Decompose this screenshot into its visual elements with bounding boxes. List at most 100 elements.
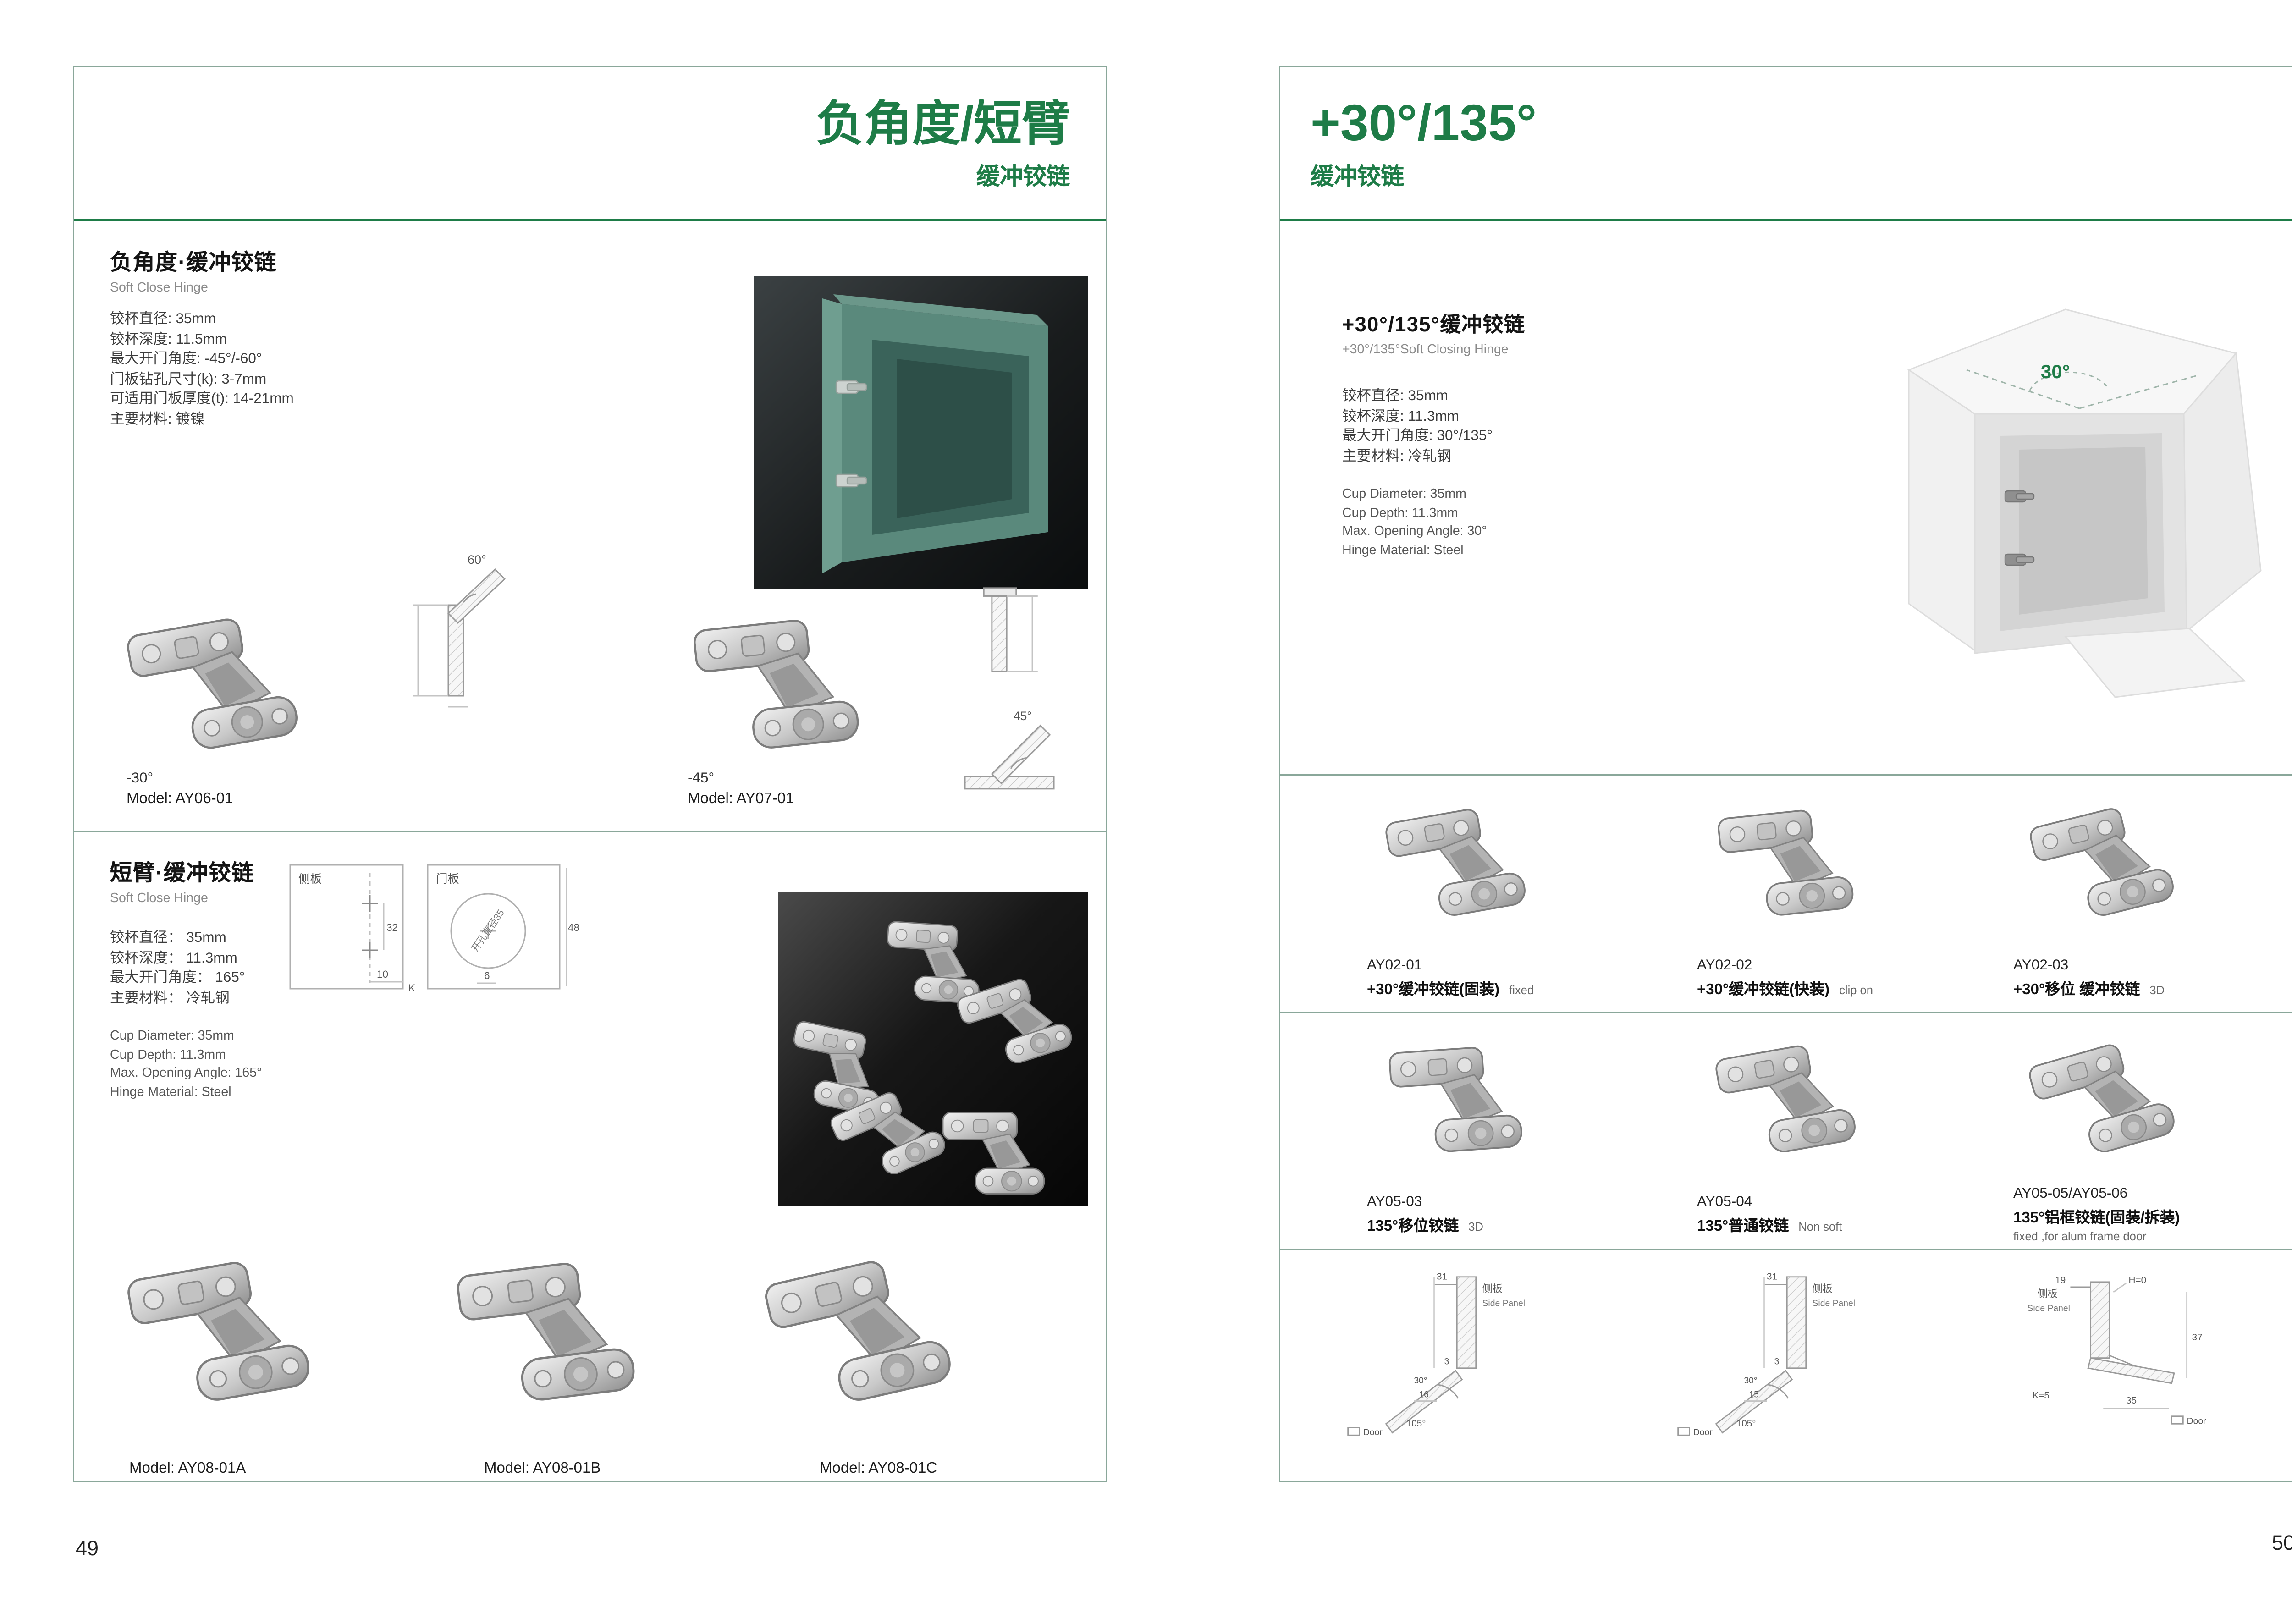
page-number-left: 49 bbox=[76, 1537, 99, 1561]
spec-line: 铰杯深度: 11.5mm bbox=[110, 330, 227, 347]
tech-drawing-neg30: 60° bbox=[413, 553, 506, 708]
short-arm-spec-list-en: Cup Diameter: 35mm Cup Depth: 11.3mm Max… bbox=[110, 1027, 262, 1101]
product-tag: 3D bbox=[2149, 983, 2165, 997]
product-name: 135°铝框铰链(固装/拆装) bbox=[2013, 1210, 2180, 1227]
teal-cabinet-image bbox=[754, 276, 1088, 589]
dim-37: 37 bbox=[2192, 1332, 2203, 1343]
dim-k: K bbox=[408, 982, 415, 994]
product-name: +30°移位 缓冲铰链 bbox=[2013, 982, 2140, 998]
black-hinge-collage-image bbox=[778, 892, 1088, 1206]
product-angle: -45° bbox=[688, 770, 715, 787]
right-page-title: +30°/135° bbox=[1311, 95, 1537, 151]
product-code: AY02-01 bbox=[1367, 957, 1422, 974]
spec-line: 铰杯直径: 35mm bbox=[1342, 388, 1449, 404]
dim-6: 6 bbox=[484, 970, 490, 981]
side-panel-label-en: Side Panel bbox=[1482, 1298, 1526, 1308]
hinge-photo-ay05-05 bbox=[2023, 1030, 2181, 1167]
section-divider bbox=[1280, 774, 2292, 776]
hinge-photo-ay02-02 bbox=[1707, 793, 1865, 931]
dim-48: 48 bbox=[568, 922, 579, 933]
door-label: Door bbox=[1693, 1427, 1713, 1437]
hinge-photo-ay02-01 bbox=[1377, 793, 1535, 931]
left-page: 负角度/短臂 缓冲铰链 负角度·缓冲铰链 Soft Close Hinge 铰杯… bbox=[73, 66, 1107, 1482]
short-arm-section-title-block: 短臂·缓冲铰链 Soft Close Hinge bbox=[110, 854, 254, 906]
product-tag: fixed bbox=[1509, 983, 1534, 997]
dim-h0: H=0 bbox=[2129, 1275, 2147, 1286]
left-page-subtitle: 缓冲铰链 bbox=[976, 163, 1070, 190]
hinge-photo-ay05-03 bbox=[1377, 1030, 1535, 1167]
product-name: 135°普通铰链 bbox=[1697, 1218, 1789, 1235]
spec-line: 门板钻孔尺寸(k): 3-7mm bbox=[110, 370, 267, 387]
hinge-detail-icon bbox=[2004, 490, 2035, 566]
product-name: +30°缓冲铰链(固装) bbox=[1367, 982, 1500, 998]
section-divider bbox=[1280, 1012, 2292, 1013]
spec-line: 最大开门角度： 165° bbox=[110, 969, 245, 986]
hinge-photo-ay07-01 bbox=[677, 601, 876, 766]
caption-ay06-01: -30° Model: AY06-01 bbox=[127, 769, 233, 810]
dim-31: 31 bbox=[1767, 1271, 1777, 1282]
door-label: Door bbox=[2187, 1416, 2206, 1426]
product-caption-ay02-01: AY02-01 +30°缓冲铰链(固装) fixed bbox=[1367, 956, 1534, 1001]
side-panel-label: 侧板 bbox=[1813, 1283, 1833, 1294]
section-subtitle-en: +30°/135°Soft Closing Hinge bbox=[1342, 342, 1509, 358]
product-code: AY05-05/AY05-06 bbox=[2013, 1185, 2128, 1202]
spec-line: 最大开门角度: -45°/-60° bbox=[110, 351, 262, 367]
dim-105deg: 105° bbox=[1406, 1418, 1426, 1429]
dim-32: 32 bbox=[386, 922, 398, 933]
product-code: AY05-03 bbox=[1367, 1194, 1422, 1210]
spec-line: 铰杯深度: 11.3mm bbox=[1342, 407, 1459, 424]
side-panel-label: 侧板 bbox=[2038, 1288, 2058, 1299]
install-diagram-2: 侧板 Side Panel 31 3 15 30° 105° Door bbox=[1677, 1271, 1855, 1437]
product-code: AY02-03 bbox=[2013, 957, 2069, 974]
dim-105deg: 105° bbox=[1736, 1418, 1756, 1429]
door-label: Door bbox=[1363, 1427, 1383, 1437]
section-subtitle-en: Soft Close Hinge bbox=[110, 891, 208, 906]
hinge-photo-ay08-01b bbox=[443, 1243, 649, 1419]
spec-line: Cup Depth: 11.3mm bbox=[1342, 505, 1458, 521]
section-title: 短臂·缓冲铰链 bbox=[110, 862, 254, 886]
spec-line: 可适用门板厚度(t): 14-21mm bbox=[110, 391, 294, 407]
left-page-title: 负角度/短臂 bbox=[815, 98, 1070, 151]
product-tag: Non soft bbox=[1798, 1220, 1842, 1233]
spec-line: Cup Depth: 11.3mm bbox=[110, 1047, 226, 1062]
dim-k5: K=5 bbox=[2033, 1390, 2050, 1401]
model-label: Model: AY08-01B bbox=[484, 1460, 601, 1477]
section-title: 负角度·缓冲铰链 bbox=[110, 252, 277, 275]
plus30-spec-list-cn: 铰杯直径: 35mm 铰杯深度: 11.3mm 最大开门角度: 30°/135°… bbox=[1342, 386, 1493, 466]
spec-line: 铰杯直径： 35mm bbox=[110, 930, 226, 946]
section-divider bbox=[74, 831, 1106, 832]
product-code: AY02-02 bbox=[1697, 957, 1752, 974]
install-diagram-3: 侧板 Side Panel 19 H=0 37 35 K=5 Door bbox=[2027, 1275, 2206, 1426]
drilling-diagram: 侧板 32 10 K 门板 开孔直径35 48 6 bbox=[289, 864, 579, 994]
right-page-subtitle: 缓冲铰链 bbox=[1311, 163, 1404, 190]
left-page-header: 负角度/短臂 缓冲铰链 bbox=[74, 67, 1106, 221]
dim-10: 10 bbox=[377, 969, 388, 980]
dim-31: 31 bbox=[1437, 1271, 1447, 1282]
spec-line: Hinge Material: Steel bbox=[110, 1084, 231, 1100]
product-name: +30°缓冲铰链(快装) bbox=[1697, 982, 1830, 998]
hinge-detail-icon bbox=[835, 380, 867, 488]
page-number-right: 50 bbox=[2272, 1532, 2292, 1555]
hinge-photo-ay02-03 bbox=[2023, 793, 2181, 931]
hinge-photo-ay05-04 bbox=[1707, 1030, 1865, 1167]
dim-30deg: 30° bbox=[1414, 1376, 1427, 1386]
side-panel-label-en: Side Panel bbox=[2027, 1303, 2070, 1313]
spec-line: Cup Diameter: 35mm bbox=[110, 1029, 234, 1044]
dim-3: 3 bbox=[1774, 1356, 1780, 1366]
spec-line: 铰杯直径: 35mm bbox=[110, 311, 216, 327]
drawing-angle-label: 45° bbox=[1014, 709, 1032, 723]
spec-line: 主要材料： 冷轧钢 bbox=[110, 989, 230, 1006]
dim-30deg: 30° bbox=[1744, 1376, 1757, 1386]
spec-line: 主要材料: 镀镍 bbox=[110, 410, 205, 427]
product-caption-ay02-02: AY02-02 +30°缓冲铰链(快装)clip on bbox=[1697, 956, 1873, 1001]
hinge-photo-ay08-01c bbox=[755, 1243, 961, 1419]
corner-cabinet-image: 30° bbox=[1907, 308, 2262, 698]
spec-line: Max. Opening Angle: 165° bbox=[110, 1066, 262, 1081]
spec-line: 铰杯深度： 11.3mm bbox=[110, 949, 237, 966]
hinge-photo-ay08-01a bbox=[116, 1243, 322, 1419]
plus30-section-title-block: +30°/135°缓冲铰链 +30°/135°Soft Closing Hing… bbox=[1342, 309, 1525, 358]
section-divider bbox=[1280, 1249, 2292, 1250]
